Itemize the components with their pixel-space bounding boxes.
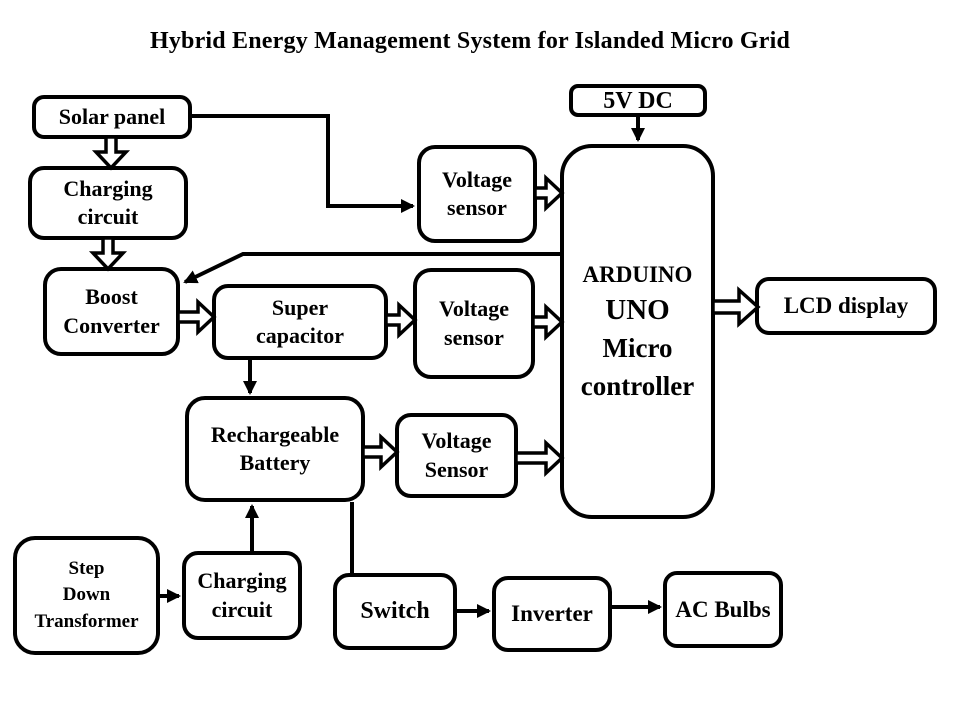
node-step-down-transformer: Step Down Transformer	[13, 536, 160, 655]
arduino-line-1: ARDUINO	[582, 261, 693, 287]
node-voltage-sensor-mid-label: Voltage sensor	[438, 296, 510, 350]
node-voltage-sensor-bottom-label: Voltage Sensor	[421, 428, 492, 482]
arduino-line-4: controller	[580, 370, 695, 401]
node-arduino-label: ARDUINO UNO Micro controller	[581, 259, 694, 405]
edge-voltage-sensor-bottom-to-arduino	[514, 438, 565, 478]
node-solar-panel-label: Solar panel	[58, 103, 166, 129]
edge-arduino-to-lcd-display	[711, 286, 761, 328]
node-charging-circuit-top-label: Charging circuit	[63, 175, 153, 229]
node-switch-label: Switch	[360, 598, 430, 625]
edge-voltage-sensor-top-to-arduino	[533, 173, 565, 213]
node-voltage-sensor-top: Voltage sensor	[417, 145, 537, 243]
node-lcd-display: LCD display	[755, 277, 937, 335]
node-step-down-transformer-label: Step Down Transformer	[34, 557, 139, 632]
node-boost-converter-label: Boost Converter	[63, 284, 160, 338]
node-voltage-sensor-bottom: Voltage Sensor	[395, 413, 518, 498]
edge-super-capacitor-to-voltage-sensor-mid	[384, 300, 418, 340]
node-arduino: ARDUINO UNO Micro controller	[560, 144, 715, 519]
node-super-capacitor-label: Super capacitor	[256, 294, 344, 348]
node-5v-dc-label: 5V DC	[603, 87, 673, 114]
edge-battery-to-voltage-sensor-bottom	[361, 432, 400, 472]
node-switch: Switch	[333, 573, 457, 650]
diagram-title: Hybrid Energy Management System for Isla…	[149, 28, 791, 54]
arduino-line-3: Micro	[602, 332, 673, 363]
node-lcd-display-label: LCD display	[783, 293, 909, 319]
node-rechargeable-battery: Rechargeable Battery	[185, 396, 365, 502]
edge-solar-to-voltage-sensor-top	[192, 114, 415, 213]
node-super-capacitor: Super capacitor	[212, 284, 388, 360]
node-charging-circuit-top: Charging circuit	[28, 166, 188, 240]
node-ac-bulbs: AC Bulbs	[663, 571, 783, 648]
node-ac-bulbs-label: AC Bulbs	[675, 596, 771, 622]
edge-voltage-sensor-mid-to-arduino	[531, 302, 565, 342]
node-rechargeable-battery-label: Rechargeable Battery	[210, 421, 340, 475]
node-5v-dc: 5V DC	[569, 84, 707, 117]
node-solar-panel: Solar panel	[32, 95, 192, 139]
node-boost-converter: Boost Converter	[43, 267, 180, 356]
arduino-line-2: UNO	[605, 293, 670, 326]
node-charging-circuit-bottom-label: Charging circuit	[197, 568, 287, 622]
node-charging-circuit-bottom: Charging circuit	[182, 551, 302, 640]
node-inverter: Inverter	[492, 576, 612, 652]
edge-boost-to-super-capacitor	[176, 297, 217, 337]
node-voltage-sensor-top-label: Voltage sensor	[441, 166, 513, 220]
node-inverter-label: Inverter	[511, 601, 593, 627]
edge-solar-to-charging-top	[91, 135, 131, 171]
node-voltage-sensor-mid: Voltage sensor	[413, 268, 535, 379]
edge-charging-top-to-boost	[88, 236, 128, 272]
